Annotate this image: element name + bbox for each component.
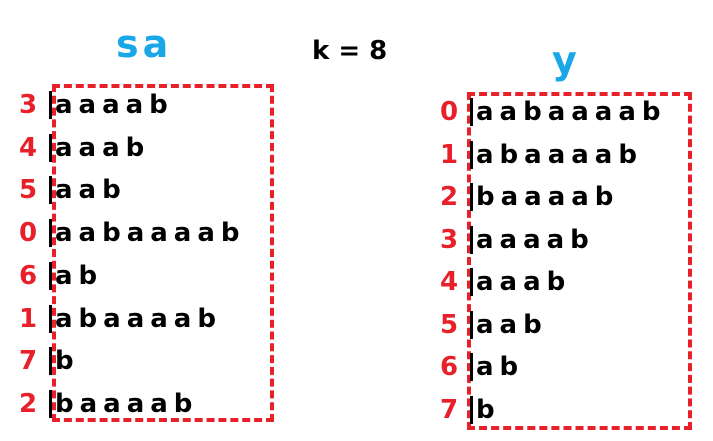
sa-row: 6 ab xyxy=(15,260,103,292)
y-index: 7 xyxy=(439,394,459,425)
y-suffix: aaab xyxy=(476,267,572,297)
separator-bar xyxy=(470,183,473,211)
separator-bar xyxy=(470,353,473,381)
sa-index: 7 xyxy=(18,346,38,377)
k-label: k = 8 xyxy=(312,36,388,66)
separator-bar xyxy=(49,304,52,333)
sa-row: 0 aabaaaab xyxy=(15,217,246,249)
sa-suffix: aab xyxy=(55,175,127,206)
sa-index: 6 xyxy=(18,260,38,291)
sa-row: 5 aab xyxy=(15,174,127,206)
sa-index: 0 xyxy=(18,218,38,249)
y-suffix: abaaaab xyxy=(476,139,643,170)
sa-title: sa xyxy=(116,22,173,66)
y-suffix: ab xyxy=(476,352,525,382)
y-row: 4 aaab xyxy=(436,266,571,298)
y-suffix: b xyxy=(476,394,501,425)
y-index: 3 xyxy=(439,224,459,255)
separator-bar xyxy=(470,98,473,126)
sa-row: 3 aaaab xyxy=(15,89,174,121)
sa-index: 3 xyxy=(18,90,38,120)
separator-bar xyxy=(49,347,52,376)
y-index: 5 xyxy=(439,309,459,340)
y-row: 2 baaaab xyxy=(436,181,619,213)
y-suffix: baaaab xyxy=(476,182,620,212)
sa-index: 4 xyxy=(18,132,38,163)
separator-bar xyxy=(49,91,52,119)
separator-bar xyxy=(49,176,52,205)
y-index: 4 xyxy=(439,267,459,297)
y-index: 1 xyxy=(439,139,459,170)
y-index: 2 xyxy=(439,182,459,212)
sa-dashed-box xyxy=(52,84,274,422)
separator-bar xyxy=(49,261,52,290)
y-dashed-box xyxy=(467,92,692,430)
y-index: 0 xyxy=(439,97,459,127)
y-suffix: aab xyxy=(476,309,548,340)
separator-bar xyxy=(49,133,52,162)
separator-bar xyxy=(49,219,52,248)
separator-bar xyxy=(49,389,52,418)
y-row: 1 abaaaab xyxy=(436,139,643,171)
sa-index: 2 xyxy=(18,388,38,419)
sa-suffix: aaab xyxy=(55,132,151,163)
y-suffix: aaaab xyxy=(476,224,595,255)
separator-bar xyxy=(470,395,473,424)
sa-suffix: aaaab xyxy=(55,90,174,120)
sa-row: 2 baaaab xyxy=(15,388,198,420)
sa-row: 4 aaab xyxy=(15,132,150,164)
y-suffix: aabaaaab xyxy=(476,97,667,127)
sa-index: 1 xyxy=(18,303,38,334)
sa-suffix: baaaab xyxy=(55,388,199,419)
sa-suffix: abaaaab xyxy=(55,303,222,334)
y-title: y xyxy=(552,38,581,82)
y-row: 6 ab xyxy=(436,351,524,383)
separator-bar xyxy=(470,310,473,339)
sa-suffix: aabaaaab xyxy=(55,218,246,249)
sa-suffix: b xyxy=(55,346,80,377)
separator-bar xyxy=(470,225,473,254)
y-index: 6 xyxy=(439,352,459,382)
y-row: 0 aabaaaab xyxy=(436,96,667,128)
separator-bar xyxy=(470,268,473,296)
sa-row: 1 abaaaab xyxy=(15,303,222,335)
y-row: 5 aab xyxy=(436,309,548,341)
y-row: 3 aaaab xyxy=(436,224,595,256)
sa-index: 5 xyxy=(18,175,38,206)
separator-bar xyxy=(470,140,473,169)
sa-suffix: ab xyxy=(55,260,104,291)
